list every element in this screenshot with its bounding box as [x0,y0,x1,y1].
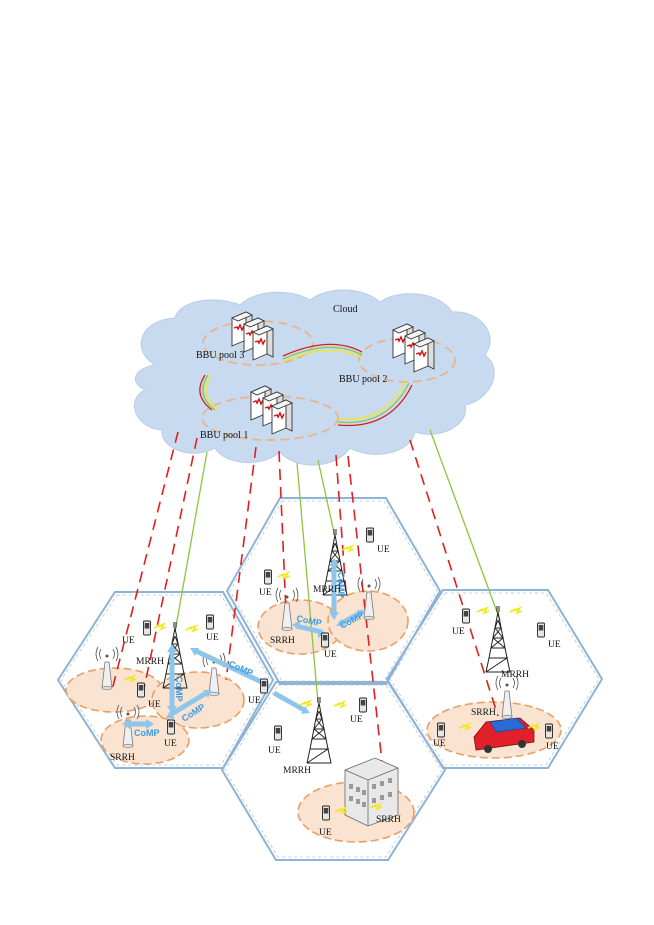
ue-label: UE [546,742,559,752]
comp-label: CoMP [174,676,184,702]
fronthaul-dashed-links [111,431,499,799]
mrrh-label: MRRH [283,766,311,776]
srrh-label: SRRH [270,636,295,646]
ue-label: UE [324,650,337,660]
ue-label: UE [206,633,219,643]
ue-label: UE [433,739,446,749]
comp-links [126,562,364,727]
ue-label: UE [377,545,390,555]
srrh-labels: SRRH SRRH SRRH SRRH [110,636,496,825]
ue-label: UE [164,739,177,749]
car-icon [473,717,535,753]
ue-label: UE [259,588,272,598]
cloud-label: Cloud [333,304,357,315]
mrrh-label: MRRH [136,657,164,667]
mrrh-label: MRRH [501,670,529,680]
srrh-label: SRRH [110,753,135,763]
comp-label: CoMP [227,659,254,679]
hex-cells [56,497,604,861]
ue-labels: UE UE UE UE UE UE UE UE UE UE UE UE UE U… [122,545,561,838]
fronthaul-fiber-links [174,429,501,704]
hex-cell-right [385,589,604,769]
inter-pool-links [199,343,413,427]
ue-label: UE [248,696,261,706]
building-icon [344,757,399,827]
mrrh-label: MRRH [313,585,341,595]
ue-label: UE [122,636,135,646]
mrrh-labels: MRRH MRRH MRRH MRRH [136,585,529,776]
cloud-shape [134,289,495,466]
hex-cell-top [225,497,442,685]
mrrh-tower-bottom [306,696,332,764]
ue-label: UE [268,746,281,756]
ue-label: UE [148,700,161,710]
ue-label: UE [548,640,561,650]
bbu-pool-2-label: BBU pool 2 [339,374,387,385]
srrh-label: SRRH [471,708,496,718]
srrh-label: SRRH [376,815,401,825]
bbu-pool-1-label: BBU pool 1 [200,430,248,441]
bbu-pool-3-label: BBU pool 3 [196,350,244,361]
ue-label: UE [319,828,332,838]
ue-label: UE [452,627,465,637]
ue-label: UE [350,715,363,725]
comp-label: CoMP [336,572,346,598]
comp-label: CoMP [134,728,160,738]
